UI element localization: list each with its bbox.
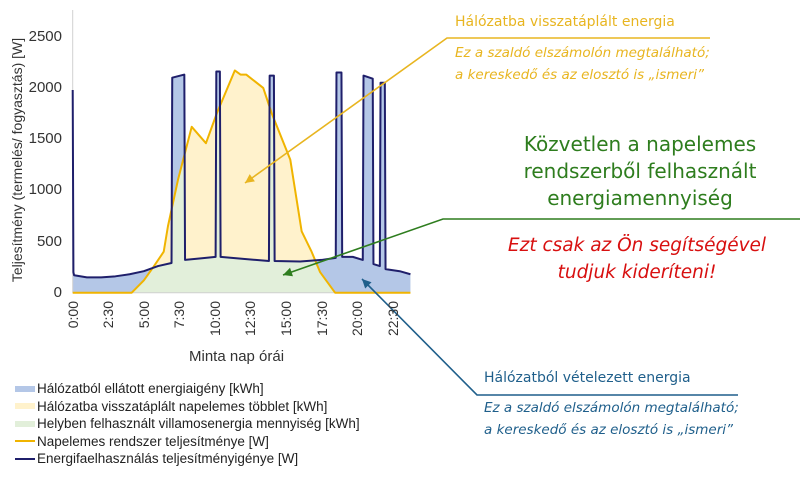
legend-swatch bbox=[15, 385, 35, 392]
legend-item: Hálózatba visszatáplált napelemes többle… bbox=[15, 398, 360, 416]
x-tick-label: 22:30 bbox=[384, 301, 401, 337]
legend-item: Helyben felhasznált villamosenergia menn… bbox=[15, 415, 360, 433]
grid-draw-title: Hálózatból vételezett energia bbox=[484, 370, 691, 386]
x-tick-label: 20:00 bbox=[349, 301, 366, 337]
feed-in-area bbox=[72, 70, 411, 293]
grid-draw-callout bbox=[361, 278, 738, 396]
x-tick-label: 0:00 bbox=[64, 301, 81, 329]
legend-swatch bbox=[15, 420, 35, 427]
legend-swatch bbox=[15, 457, 35, 460]
feed-in-title: Hálózatba visszatáplált energia bbox=[455, 14, 675, 30]
consumption-line bbox=[71, 70, 411, 279]
legend-swatch bbox=[15, 440, 35, 443]
legend-label: Napelemes rendszer teljesítménye [W] bbox=[37, 433, 269, 449]
x-tick-label: 2:30 bbox=[100, 301, 117, 329]
legend: Hálózatból ellátott energiaigény [kWh] H… bbox=[15, 380, 360, 468]
grid-draw-note-1: Ez a szaldó elszámolón megtalálható; bbox=[484, 400, 739, 416]
help-line-2: tudjuk kideríteni! bbox=[557, 262, 717, 283]
help-line-1: Ezt csak az Ön segítségével bbox=[507, 235, 767, 256]
legend-label: Hálózatból ellátott energiaigény [kWh] bbox=[37, 381, 264, 397]
self-use-line-3: energiamennyiség bbox=[547, 186, 733, 210]
self-use-line-2: rendszerből felhasznált bbox=[523, 159, 757, 183]
y-tick-label: 2000 bbox=[28, 78, 62, 96]
feed-in-callout-arrowhead bbox=[245, 174, 255, 183]
self-use-callout bbox=[282, 218, 800, 276]
pv-power-line bbox=[72, 69, 411, 294]
self-use-line-1: Közvetlen a napelemes bbox=[523, 132, 757, 156]
feed-in-note-1: Ez a szaldó elszámolón megtalálható; bbox=[455, 45, 710, 61]
x-tick-label: 7:30 bbox=[171, 301, 188, 329]
y-tick-label: 1000 bbox=[28, 181, 62, 199]
legend-swatch bbox=[15, 403, 35, 410]
x-tick-label: 10:00 bbox=[206, 301, 223, 337]
legend-label: Hálózatba visszatáplált napelemes többle… bbox=[37, 398, 328, 414]
x-tick-label: 5:00 bbox=[135, 301, 152, 329]
self-use-callout-arrowhead bbox=[283, 267, 293, 277]
y-tick-label: 0 bbox=[53, 283, 62, 301]
grid-draw-note-2: a kereskedő és az elosztó is „ismeri” bbox=[484, 422, 733, 438]
legend-item: Napelemes rendszer teljesítménye [W] bbox=[15, 433, 360, 451]
legend-label: Helyben felhasznált villamosenergia menn… bbox=[37, 416, 360, 432]
feed-in-note-2: a kereskedő és az elosztó is „ismeri” bbox=[455, 67, 704, 83]
x-tick-label: 15:00 bbox=[278, 301, 294, 337]
grid-draw-area bbox=[72, 71, 411, 293]
y-tick-label: 500 bbox=[36, 232, 62, 250]
x-tick-label: 17:30 bbox=[313, 301, 330, 337]
grid-draw-callout-arrowhead bbox=[362, 279, 372, 289]
legend-item: Hálózatból ellátott energiaigény [kWh] bbox=[15, 380, 360, 398]
x-tick-label: 12:30 bbox=[242, 301, 259, 337]
legend-label: Energifaelhasználás teljesítményigénye [… bbox=[37, 451, 299, 467]
feed-in-callout bbox=[244, 37, 710, 184]
legend-item: Energifaelhasználás teljesítményigénye [… bbox=[15, 450, 360, 468]
y-tick-label: 1500 bbox=[28, 130, 62, 148]
x-axis-title: Minta nap órái bbox=[189, 348, 285, 365]
y-tick-label: 2500 bbox=[28, 27, 62, 45]
